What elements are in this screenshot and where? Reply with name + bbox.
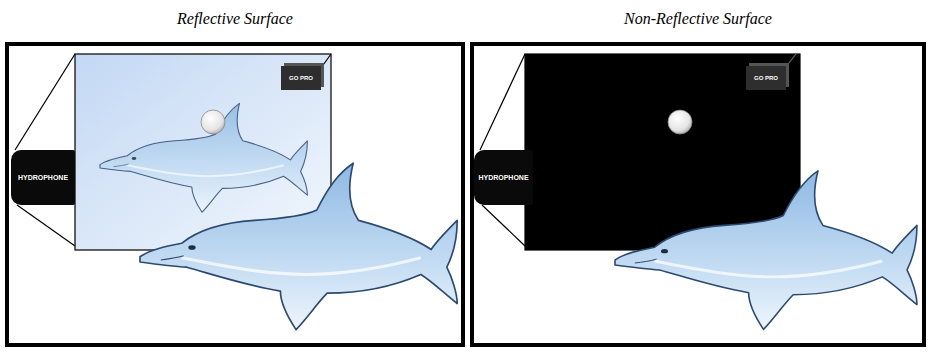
panel-frame: Non-Reflective SurfaceHYDROPHONEGO PRO (470, 42, 926, 347)
camera-box: GO PRO (746, 66, 786, 90)
device-label: GO PRO (289, 75, 313, 81)
camera-box: GO PRO (281, 66, 321, 90)
non-reflective-scene (480, 54, 917, 329)
device-label: GO PRO (754, 75, 778, 81)
panel-frame: Reflective SurfaceHYDROPHONEGO PRO (5, 42, 465, 347)
reflective-scene (15, 54, 457, 330)
hydrophone-box: HYDROPHONE (11, 150, 75, 205)
device-label: HYDROPHONE (478, 174, 528, 181)
hydrophone-box: HYDROPHONE (474, 150, 533, 205)
device-label: HYDROPHONE (18, 174, 68, 181)
panel-title: Non-Reflective Surface (474, 10, 922, 28)
panel-title: Reflective Surface (9, 10, 461, 28)
